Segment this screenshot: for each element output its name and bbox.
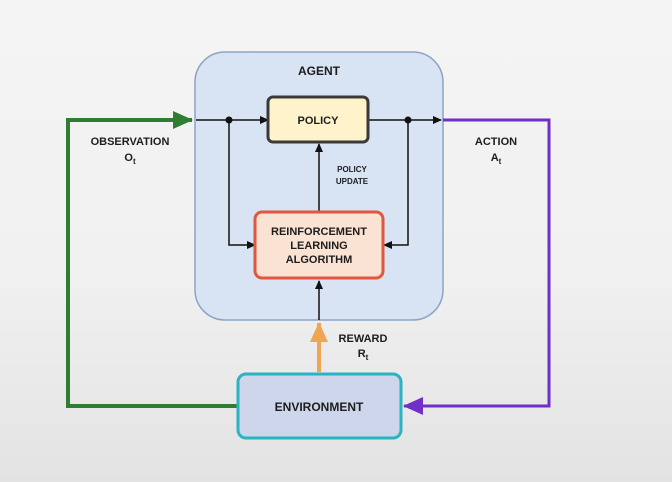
junction-dot-right	[404, 116, 412, 124]
action-arrow	[403, 118, 551, 415]
action-symbol: At	[491, 152, 502, 166]
policy-update-line-1: POLICY	[337, 165, 367, 174]
agent-title: AGENT	[298, 64, 341, 78]
policy-box	[266, 95, 370, 144]
junction-dot-left	[225, 116, 233, 124]
reward-symbol: Rt	[358, 348, 369, 362]
environment-box	[236, 372, 403, 440]
action-label: ACTION	[475, 136, 517, 148]
rl-algorithm-line-3: ALGORITHM	[286, 254, 353, 266]
rl-algorithm-line-1: REINFORCEMENT	[271, 226, 367, 238]
observation-symbol: Ot	[124, 152, 136, 166]
reward-label: REWARD	[339, 333, 388, 345]
output-to-rl-arrow	[383, 120, 409, 249]
observation-arrow	[66, 111, 238, 408]
rl-algorithm-line-2: LEARNING	[290, 240, 347, 252]
input-to-rl-arrow	[228, 120, 256, 249]
observation-label: OBSERVATION	[91, 136, 170, 148]
environment-label: ENVIRONMENT	[275, 400, 364, 414]
policy-update-line-2: UPDATE	[336, 177, 369, 186]
rl-algorithm-box	[253, 210, 385, 280]
policy-label: POLICY	[298, 115, 340, 127]
